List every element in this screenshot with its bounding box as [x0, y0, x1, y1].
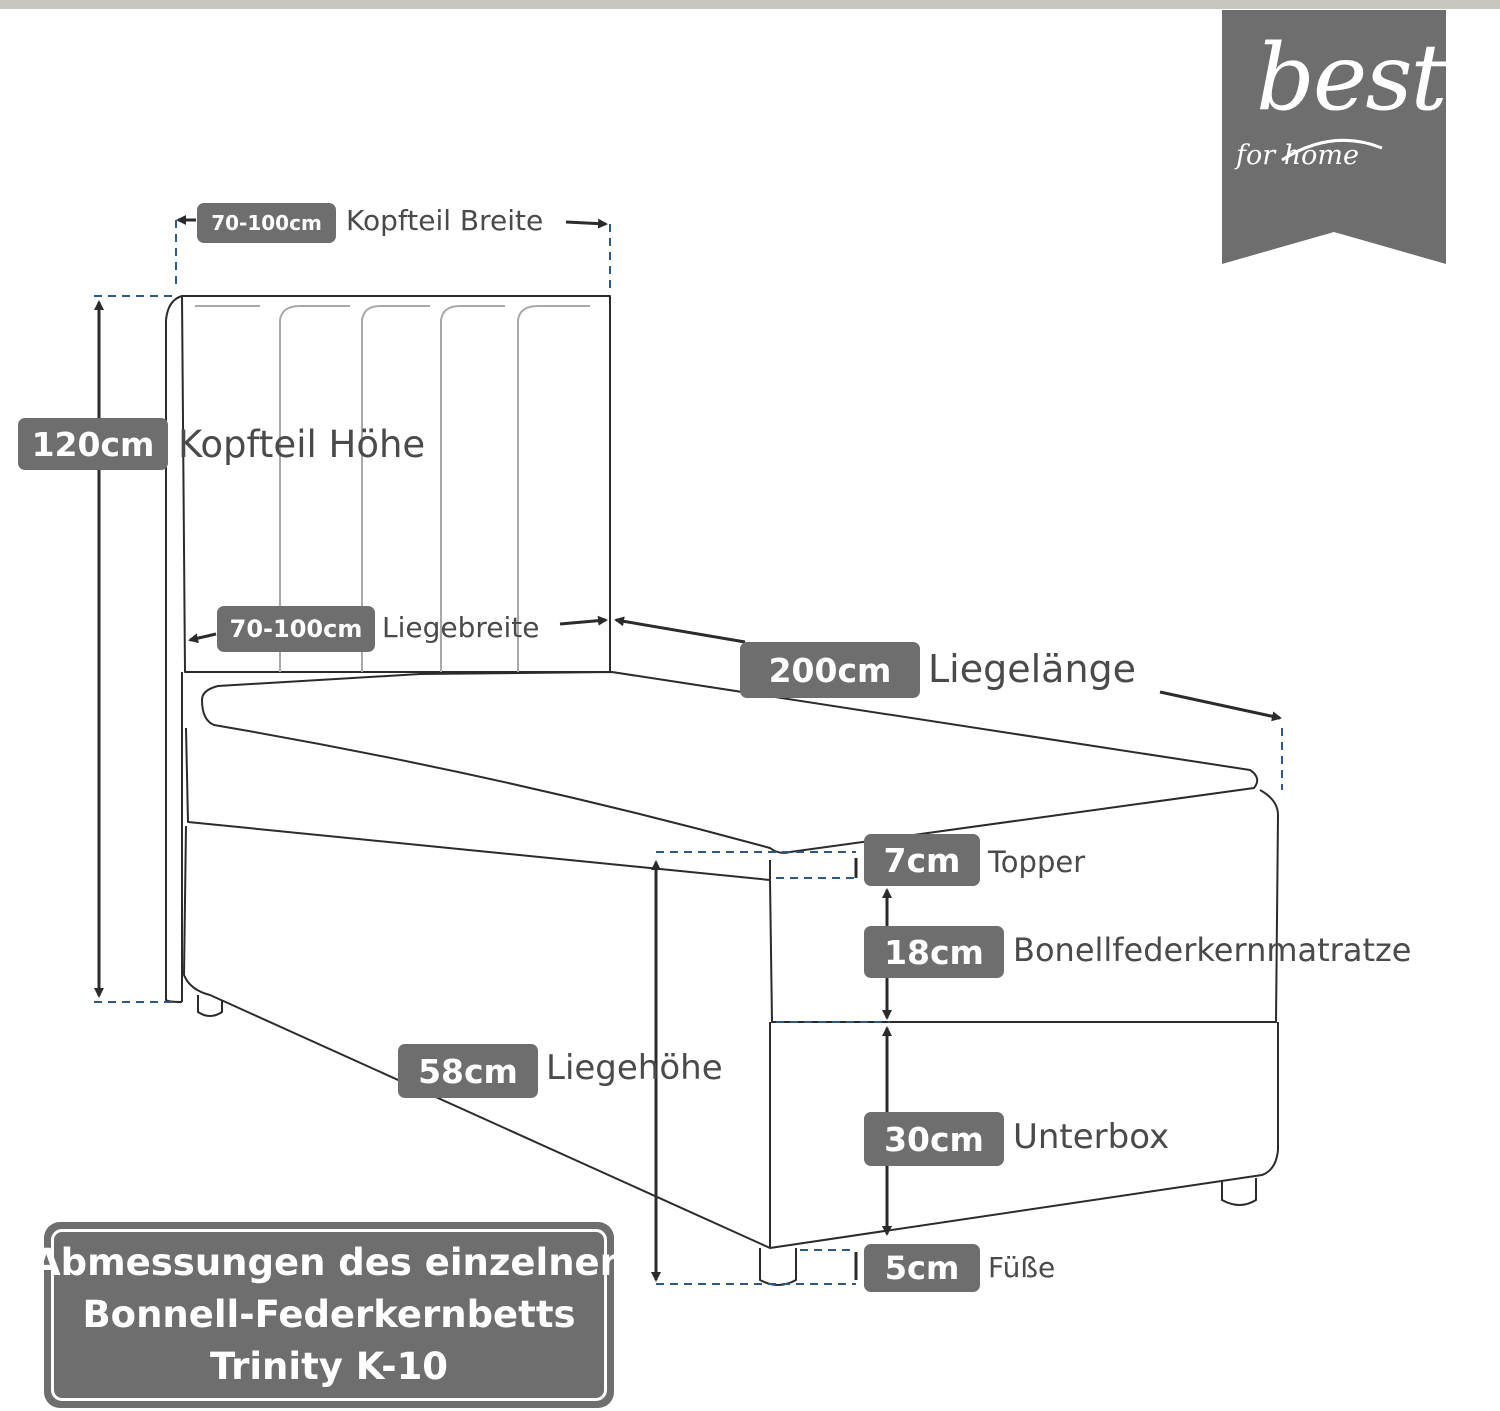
- liegelaenge-value: 200cm: [740, 642, 920, 698]
- dimension-lines: [94, 215, 1282, 1282]
- mattress: [185, 727, 1279, 1023]
- matratze-label: Bonellfederkernmatratze: [1013, 931, 1412, 969]
- logo-tagline: for home: [1236, 140, 1359, 171]
- headboard-channel: [517, 305, 590, 672]
- kopfteil-hoehe-value: 120cm: [18, 418, 168, 470]
- unterbox-value: 30cm: [864, 1112, 1004, 1166]
- liegebreite-value: 70-100cm: [217, 606, 375, 652]
- headboard-side: [165, 295, 183, 1003]
- liegelaenge-arrow-left: [614, 616, 746, 644]
- kopfteil-breite-arrow-right: [565, 218, 608, 229]
- headboard-channel: [279, 305, 350, 672]
- topper: [201, 671, 1259, 854]
- liegehoehe-label: Liegehöhe: [546, 1048, 723, 1088]
- foot-front: [759, 1248, 797, 1286]
- caption-line: Bonnell-Federkernbetts: [82, 1293, 576, 1336]
- caption-line: Trinity K-10: [209, 1345, 449, 1388]
- brand-logo: best for home: [1222, 10, 1448, 264]
- caption-box: Abmessungen des einzelnen Bonnell-Federk…: [32, 1222, 626, 1408]
- headboard-channel: [440, 305, 505, 672]
- caption-frame: Abmessungen des einzelnen Bonnell-Federk…: [32, 1229, 626, 1401]
- liegebreite-label: Liegebreite: [382, 611, 540, 644]
- liegelaenge-label: Liegelänge: [928, 647, 1137, 691]
- topper-value: 7cm: [864, 834, 980, 886]
- top-bar: [0, 0, 1500, 9]
- box-spring: [183, 825, 1279, 1249]
- foot-back: [197, 995, 223, 1017]
- logo-wordmark: best: [1256, 24, 1448, 131]
- foot-side: [1221, 1178, 1257, 1206]
- liegehoehe-value: 58cm: [398, 1044, 538, 1098]
- unterbox-label: Unterbox: [1013, 1117, 1170, 1157]
- matratze-value: 18cm: [864, 926, 1004, 978]
- liegebreite-arrow-left: [188, 632, 217, 644]
- caption-line: Abmessungen des einzelnen: [32, 1241, 626, 1284]
- kopfteil-breite-label: Kopfteil Breite: [346, 204, 544, 237]
- headboard-channel: [361, 305, 430, 672]
- kopfteil-hoehe-label: Kopfteil Höhe: [178, 423, 426, 466]
- extension-lines: [94, 220, 1283, 1285]
- liegebreite-arrow-right: [559, 615, 608, 626]
- liegelaenge-arrow-right: [1159, 690, 1282, 722]
- fuesse-label: Füße: [988, 1251, 1056, 1284]
- fuesse-value: 5cm: [864, 1244, 980, 1292]
- kopfteil-breite-value: 70-100cm: [197, 203, 336, 243]
- mattress-corner: [1259, 789, 1279, 816]
- bed-outline: [165, 295, 1279, 1286]
- topper-label: Topper: [988, 845, 1086, 879]
